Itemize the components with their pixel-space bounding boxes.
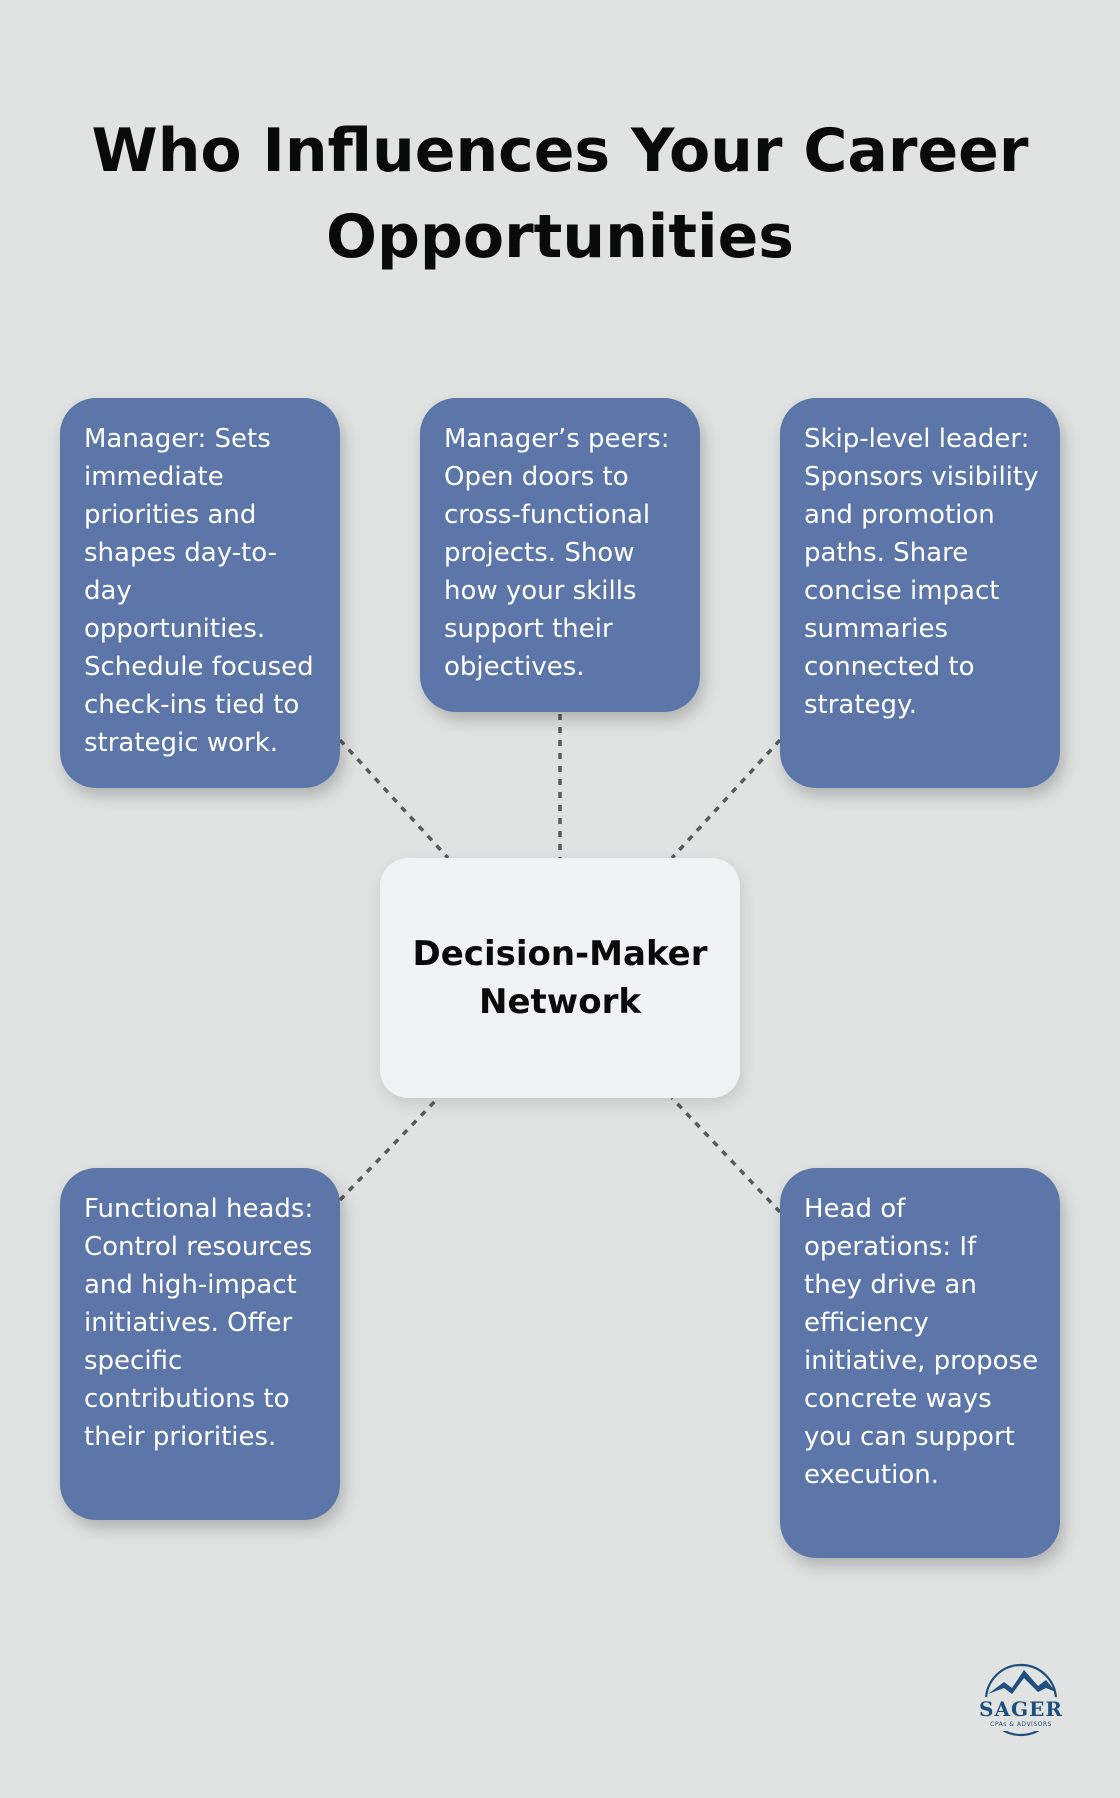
connector-manager <box>338 738 450 860</box>
node-manager: Manager: Sets immediate priorities and s… <box>60 398 340 788</box>
page-title: Who Influences Your Career Opportunities <box>91 116 1029 272</box>
node-managers-peers-text: Manager’s peers: Open doors to cross-fun… <box>444 424 670 682</box>
node-head-of-operations-text: Head of operations: If they drive an eff… <box>804 1194 1039 1490</box>
node-functional-heads-text: Functional heads: Control resources and … <box>84 1194 314 1452</box>
connector-functional-heads <box>338 1096 440 1202</box>
connector-skip-level-leader <box>670 738 782 860</box>
connector-head-of-operations <box>670 1096 782 1214</box>
node-head-of-operations: Head of operations: If they drive an eff… <box>780 1168 1060 1558</box>
node-skip-level-leader-text: Skip-level leader: Sponsors visibility a… <box>804 424 1039 720</box>
mountain-icon <box>988 1670 1056 1694</box>
sager-logo: SAGER CPAs & ADVISORS <box>979 1663 1063 1737</box>
node-manager-text: Manager: Sets immediate priorities and s… <box>84 424 314 758</box>
node-functional-heads: Functional heads: Control resources and … <box>60 1168 340 1520</box>
node-skip-level-leader: Skip-level leader: Sponsors visibility a… <box>780 398 1060 788</box>
center-node-label: Decision-Maker Network <box>412 934 708 1022</box>
center-node: Decision-Maker Network <box>380 858 740 1098</box>
logo-name: SAGER <box>979 1697 1063 1721</box>
node-managers-peers: Manager’s peers: Open doors to cross-fun… <box>420 398 700 712</box>
logo-tagline: CPAs & ADVISORS <box>990 1721 1052 1728</box>
